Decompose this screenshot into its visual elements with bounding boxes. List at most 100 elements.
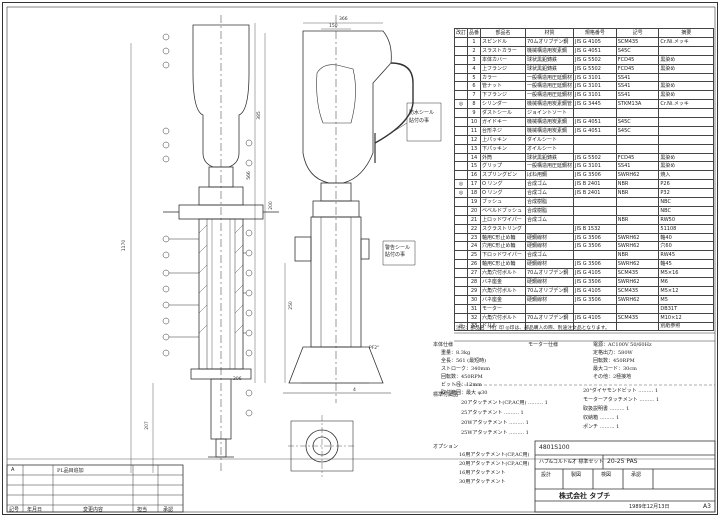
- parts-cell-no: 28: [467, 277, 482, 287]
- accessory-item: 20アタッチメント(CP,AC用) ……… 1: [461, 400, 548, 406]
- parts-cell-standard: JIS G 3506: [573, 241, 617, 252]
- parts-cell-material: 一般構造用圧延鋼材: [524, 72, 575, 83]
- stamp-0: 設計: [541, 472, 552, 478]
- parts-cell-name: ダストシール: [480, 108, 526, 119]
- parts-cell-remark: [658, 134, 714, 145]
- parts-cell-mark: [453, 285, 469, 296]
- dim-total-length: 566: [246, 171, 252, 180]
- parts-cell-no: 14: [467, 152, 482, 163]
- header-name: 部品名: [480, 28, 526, 38]
- parts-cell-name: ガイドキー: [480, 117, 526, 127]
- parts-cell-standard: JIS G 3506: [573, 259, 617, 270]
- parts-cell-no: 31: [467, 303, 482, 314]
- parts-cell-material: 合成ゴム: [524, 188, 575, 199]
- parts-cell-remark: RW45: [658, 250, 714, 261]
- parts-note: 注記：部品名「特」印 ◎印は、部品購入の際、別途注文品となります。: [456, 326, 610, 331]
- parts-cell-standard: JIS G 3506: [573, 294, 617, 305]
- parts-cell-standard: JIS B 2401: [573, 188, 617, 199]
- parts-cell-mark: [453, 250, 469, 261]
- dim-motor-width: 150: [329, 24, 338, 29]
- parts-cell-name: 管ナット: [480, 81, 526, 92]
- parts-cell-name: 下フランジ: [480, 90, 526, 101]
- parts-cell-material: 合成ゴム: [524, 214, 575, 225]
- parts-cell-name: 上フランジ: [480, 63, 526, 74]
- parts-cell-spec: [615, 134, 660, 145]
- parts-cell-spec: FCD45: [615, 152, 660, 163]
- revision-col-label: 承認: [163, 507, 174, 513]
- parts-cell-standard: JIS G 3101: [573, 161, 617, 172]
- parts-cell-name: バネ座金: [480, 277, 526, 287]
- parts-cell-spec: [615, 143, 660, 154]
- parts-cell-name: グリップ: [480, 161, 526, 172]
- parts-cell-name: スラストカラー: [480, 45, 526, 56]
- parts-cell-standard: JIS B 1532: [573, 223, 617, 234]
- parts-cell-name: 六角穴付ボルト: [480, 268, 526, 279]
- parts-cell-no: 9: [467, 108, 482, 119]
- drawing-date: 1989年12月13日: [629, 504, 670, 510]
- parts-cell-mark: [453, 161, 469, 172]
- company-name: 株式会社 タブチ: [559, 492, 611, 500]
- drawing-title: ハブ&コルト&オ 標準セット: [539, 459, 604, 465]
- parts-cell-no: 32: [467, 312, 482, 323]
- parts-cell-mark: [453, 134, 469, 145]
- parts-cell-no: 5: [467, 72, 482, 83]
- parts-cell-standard: [573, 197, 617, 207]
- dim-overall-width: 366: [339, 17, 348, 22]
- parts-cell-no: 29: [467, 285, 482, 296]
- parts-cell-name: ベベルドブッシュ: [480, 205, 526, 216]
- parts-cell-no: 12: [467, 134, 482, 145]
- parts-cell-standard: [573, 250, 617, 261]
- parts-cell-remark: 黒染め: [658, 161, 714, 172]
- parts-cell-no: 7: [467, 90, 482, 101]
- parts-cell-mark: [453, 45, 469, 56]
- parts-cell-mark: [453, 232, 469, 243]
- parts-cell-no: 15: [467, 161, 482, 172]
- parts-cell-mark: ◎: [453, 99, 469, 110]
- option-item: 16用アタッチメント(CP,AC用): [459, 452, 530, 458]
- parts-cell-spec: NBR: [615, 179, 660, 190]
- parts-cell-remark: [658, 72, 714, 83]
- parts-cell-remark: [658, 125, 714, 136]
- parts-cell-material: 70ムオリブデン鋼: [524, 37, 575, 47]
- parts-cell-mark: ◎: [453, 179, 469, 190]
- spec-right-row: その他：2極接地: [593, 374, 632, 380]
- parts-cell-material: 硬鋼線材: [524, 294, 575, 305]
- spec-left-row: 回転数：450RPM: [441, 374, 483, 380]
- parts-cell-spec: SS41: [615, 90, 660, 101]
- parts-cell-material: 機械構造用炭素鋼: [524, 45, 575, 56]
- revision-mark: A: [11, 467, 15, 473]
- parts-cell-standard: JIS G 3101: [573, 81, 617, 92]
- parts-cell-name: O リング: [480, 188, 526, 199]
- dim-max-height: 1170: [122, 239, 128, 252]
- parts-cell-material: 硬鋼線材: [524, 241, 575, 252]
- dim-drill-length: 207: [144, 421, 150, 430]
- parts-cell-spec: SWRH62: [615, 170, 660, 181]
- parts-cell-mark: [453, 294, 469, 305]
- parts-cell-standard: [573, 143, 617, 154]
- accessory-item: 25Wアタッチメント ……… 1: [461, 430, 529, 436]
- parts-cell-mark: [453, 72, 469, 83]
- parts-cell-spec: SWRH62: [615, 294, 660, 305]
- spec-right-row: 最大コード：30cm: [593, 366, 637, 372]
- parts-cell-name: スピンドル: [480, 37, 526, 47]
- parts-cell-spec: S45C: [615, 117, 660, 127]
- parts-cell-mark: [453, 277, 469, 287]
- options-title: オプション: [433, 444, 459, 450]
- parts-cell-no: 16: [467, 170, 482, 181]
- parts-cell-standard: [573, 134, 617, 145]
- parts-cell-mark: [453, 125, 469, 136]
